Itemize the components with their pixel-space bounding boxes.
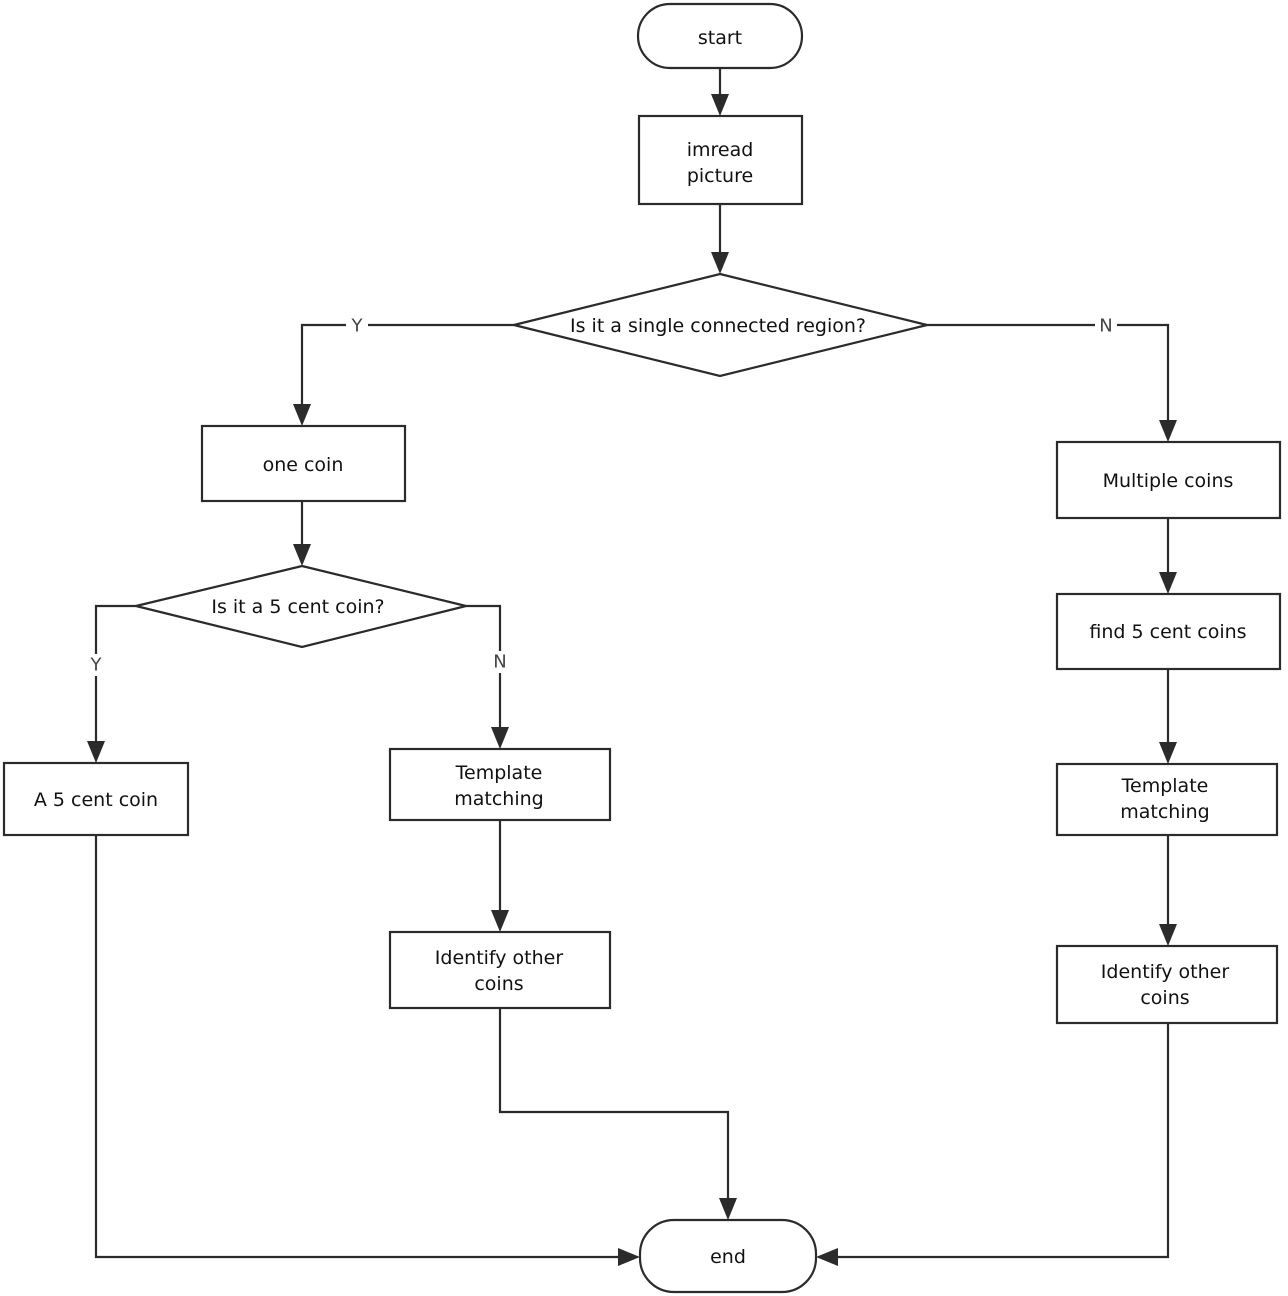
label-bg (1095, 314, 1117, 336)
node-label: find 5 cent coins (1089, 621, 1246, 643)
node-end: end (638, 1218, 818, 1294)
arrowhead (87, 741, 105, 763)
process-shape (637, 114, 804, 206)
edge-region-yes (300, 323, 514, 412)
node-label-line2: matching (454, 788, 543, 810)
edge-identify-right-to-end (830, 1023, 1170, 1259)
arrowhead (618, 1248, 640, 1266)
terminator-shape (636, 2, 804, 70)
process-shape (388, 747, 612, 822)
node-label-line2: coins (1140, 987, 1189, 1009)
edge-region-no (927, 323, 1170, 428)
arrowhead (816, 1248, 838, 1266)
decision-single-connected-region: Is it a single connected region? (513, 272, 928, 378)
edge-labels: Y N Y N (85, 314, 1117, 676)
arrowhead (711, 252, 729, 274)
node-label-line1: imread (687, 139, 754, 161)
edges (87, 68, 1177, 1266)
edge-label-region-yes: Y (351, 316, 364, 337)
node-label-line2: matching (1120, 801, 1209, 823)
label-bg (85, 654, 107, 676)
terminator-shape (638, 1218, 818, 1294)
node-template-matching-right: Template matching (1055, 762, 1279, 837)
node-label-line1: Identify other (1101, 961, 1230, 983)
process-shape (1055, 762, 1279, 837)
edge-cent-yes (94, 604, 136, 749)
process-shape (200, 424, 407, 503)
node-label-line1: Identify other (435, 947, 564, 969)
arrowhead (1159, 924, 1177, 946)
decision-label: Is it a 5 cent coin? (211, 596, 384, 618)
node-template-matching-left: Template matching (388, 747, 612, 822)
node-label-line2: picture (687, 165, 753, 187)
edge-label-cent-no: N (493, 652, 506, 673)
node-identify-other-coins-right: Identify other coins (1055, 944, 1279, 1025)
edge-cent-no (466, 604, 502, 735)
arrowhead (719, 1198, 737, 1220)
edge-identify-left-to-end (498, 1008, 730, 1206)
process-shape (2, 761, 190, 837)
node-label: Multiple coins (1103, 470, 1234, 492)
arrowhead (491, 910, 509, 932)
decision-shape (135, 564, 467, 649)
node-imread-picture: imread picture (637, 114, 804, 206)
node-multiple-coins: Multiple coins (1055, 440, 1282, 520)
node-label: end (710, 1246, 746, 1268)
label-bg (346, 314, 368, 336)
process-shape (1055, 944, 1279, 1025)
node-label-line1: Template (455, 762, 543, 784)
edge-a5cent-to-end (94, 835, 626, 1259)
node-start: start (636, 2, 804, 70)
node-label-line1: Template (1121, 775, 1209, 797)
process-shape (388, 930, 612, 1010)
arrowhead (293, 544, 311, 566)
arrowhead (491, 727, 509, 749)
node-one-coin: one coin (200, 424, 407, 503)
node-a-5-cent-coin: A 5 cent coin (2, 761, 190, 837)
decision-label: Is it a single connected region? (570, 315, 866, 337)
label-bg (489, 651, 511, 673)
decision-5-cent-coin: Is it a 5 cent coin? (135, 564, 467, 649)
arrowhead (1159, 742, 1177, 764)
edge-label-region-no: N (1099, 316, 1112, 337)
decision-shape (513, 272, 928, 378)
arrowhead (711, 94, 729, 116)
process-shape (1055, 592, 1282, 671)
node-label: one coin (263, 454, 344, 476)
node-find-5-cent-coins: find 5 cent coins (1055, 592, 1282, 671)
node-label: start (698, 27, 742, 49)
arrowhead (1159, 572, 1177, 594)
arrowhead (1159, 420, 1177, 442)
edge-label-cent-yes: Y (90, 655, 103, 676)
node-identify-other-coins-left: Identify other coins (388, 930, 612, 1010)
process-shape (1055, 440, 1282, 520)
node-label: A 5 cent coin (34, 789, 158, 811)
arrowhead (293, 404, 311, 426)
node-label-line2: coins (474, 973, 523, 995)
